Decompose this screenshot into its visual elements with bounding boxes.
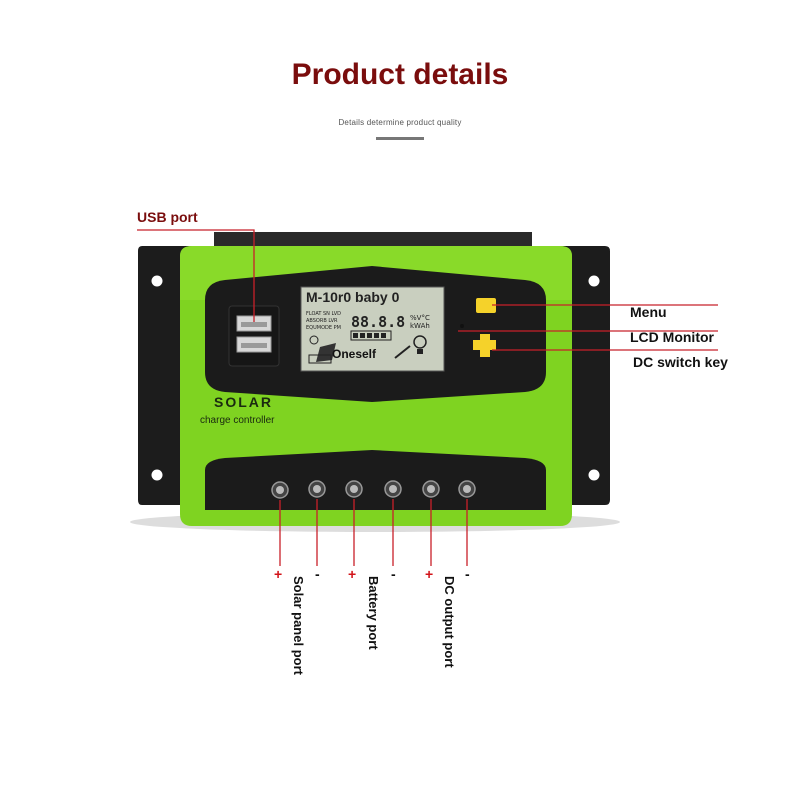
title-divider — [376, 137, 424, 140]
lcd-status-label: ABSORB LVR — [306, 318, 338, 324]
usb-port-label: USB port — [137, 209, 198, 225]
dc-switch-button[interactable] — [473, 334, 496, 357]
mounting-hole — [151, 275, 163, 287]
dc-switch-key-label: DC switch key — [633, 354, 728, 370]
dc-output-port-label: DC output port — [442, 576, 457, 668]
terminal-screw — [345, 480, 363, 498]
callout-lines — [137, 229, 718, 351]
lcd-status-label: EQUMODE PM — [306, 325, 341, 331]
plus-sign: + — [274, 566, 283, 582]
model-text: charge controller — [200, 415, 275, 426]
mounting-hole — [588, 275, 600, 287]
battery-port-label: Battery port — [366, 576, 381, 650]
mounting-hole — [151, 469, 163, 481]
page-subtitle: Details determine product quality — [338, 118, 462, 127]
lcd-unit: kWAh — [410, 322, 430, 330]
mode-icon — [308, 354, 332, 364]
lcd-digits: 88.8.8 — [351, 313, 405, 331]
lcd-unit: %V°C — [410, 314, 430, 322]
minus-sign: - — [315, 566, 320, 582]
lcd-status-label: FLOAT SN LVD — [306, 311, 341, 317]
terminal-screws — [271, 480, 476, 499]
minus-sign: - — [465, 566, 470, 582]
solar-panel-port-label: Solar panel port — [291, 576, 306, 675]
indicator-led — [460, 324, 464, 328]
lcd-bottom-text: Oneself — [332, 347, 377, 361]
usb-ports — [228, 305, 280, 367]
plus-sign: + — [425, 566, 434, 582]
terminal-screw — [458, 480, 476, 498]
terminal-screw — [308, 480, 326, 498]
lcd-top-text: M-10r0 baby 0 — [306, 289, 400, 305]
battery-level-icon — [350, 330, 392, 341]
lcd-monitor-label: LCD Monitor — [630, 329, 714, 345]
brand-logo-text: SOLAR — [214, 394, 273, 410]
mounting-hole — [588, 469, 600, 481]
minus-sign: - — [391, 566, 396, 582]
terminal-screw — [384, 480, 402, 498]
load-bulb-icon — [394, 335, 427, 359]
terminal-screw — [271, 481, 289, 499]
plus-sign: + — [348, 566, 357, 582]
menu-button[interactable] — [476, 298, 496, 313]
terminal-panel — [205, 450, 546, 510]
top-rim — [214, 232, 532, 248]
terminal-lines — [279, 499, 468, 566]
terminal-screw — [422, 480, 440, 498]
page-title: Product details — [291, 58, 509, 91]
menu-label: Menu — [630, 304, 667, 320]
